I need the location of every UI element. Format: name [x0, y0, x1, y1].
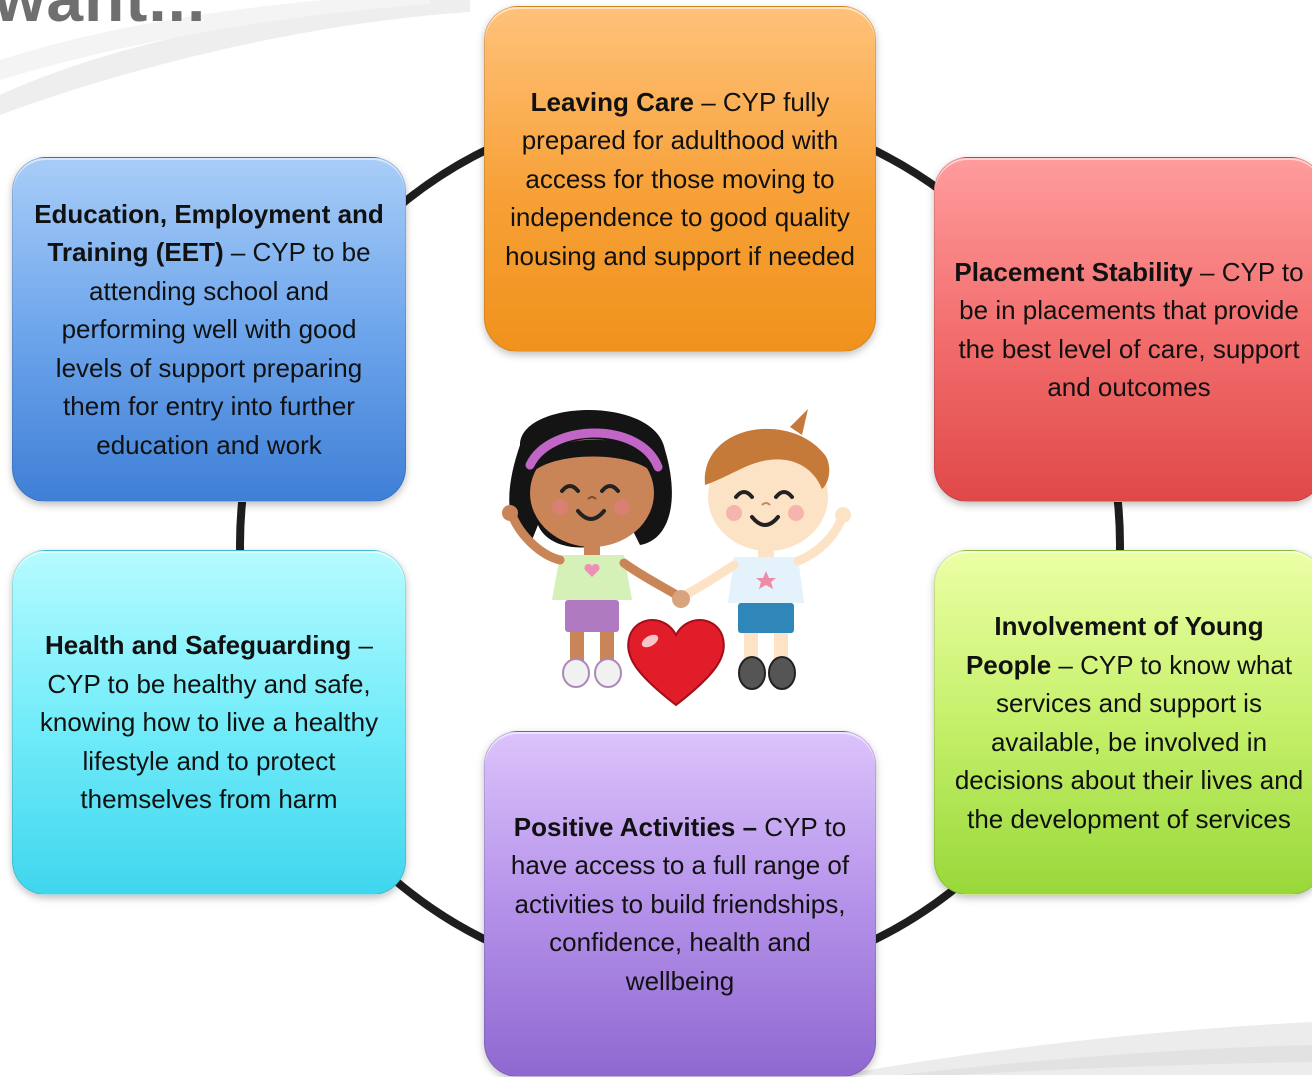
- involvement-body: – CYP to know what services and support …: [954, 649, 1304, 834]
- girl-eye-right: [600, 484, 620, 493]
- boy-eye-right: [774, 490, 794, 499]
- girl-figure: [502, 410, 685, 688]
- positive-activities-box: Positive Activities – CYP to have access…: [484, 731, 876, 1077]
- leaving-care-heading: Leaving Care: [530, 86, 694, 117]
- girl-hand-left: [502, 505, 518, 521]
- involvement-box: Involvement of Young People – CYP to kno…: [934, 550, 1312, 895]
- boy-leg-right: [774, 633, 788, 663]
- eet-box: Education, Employment and Training (EET)…: [12, 157, 406, 502]
- heart-shine: [641, 634, 659, 648]
- title-fragment: want...: [0, 0, 206, 36]
- boy-arm-left: [677, 560, 739, 602]
- boy-neck: [758, 547, 774, 557]
- children-illustration: [502, 409, 851, 707]
- eet-heading: Education, Employment and Training (EET): [34, 198, 384, 268]
- boy-figure: [672, 409, 851, 690]
- background-swoosh-bottom-2: [900, 1045, 1312, 1075]
- boy-hair-tuft: [790, 409, 808, 435]
- health-safeguarding-box: Health and Safeguarding – CYP to be heal…: [12, 550, 406, 895]
- boy-shirt-star: [756, 571, 776, 589]
- girl-shoe-right: [594, 658, 622, 688]
- girl-arm-right: [619, 558, 685, 602]
- girl-leg-right: [600, 632, 614, 662]
- positive-activities-heading: Positive Activities –: [513, 811, 758, 842]
- girl-fringe: [530, 439, 656, 477]
- boy-eye-left: [734, 490, 754, 499]
- girl-shirt: [552, 555, 632, 600]
- boy-mouth: [750, 515, 780, 527]
- boy-shoe-left: [738, 656, 766, 690]
- girl-face: [530, 439, 654, 547]
- girl-neck: [584, 543, 600, 555]
- boy-nose: [761, 502, 771, 506]
- girl-nose: [587, 496, 597, 500]
- health-safeguarding-body: – CYP to be healthy and safe, knowing ho…: [39, 630, 379, 815]
- placement-stability-body: – CYP to be in placements that provide t…: [958, 256, 1304, 403]
- girl-shoe-left: [562, 658, 590, 688]
- health-safeguarding-heading: Health and Safeguarding: [45, 630, 352, 661]
- boy-shoe-right: [768, 656, 796, 690]
- boy-leg-left: [744, 633, 758, 663]
- eet-body: – CYP to be attending school and perform…: [55, 237, 371, 460]
- girl-shorts: [565, 600, 619, 632]
- girl-headband: [525, 428, 663, 472]
- girl-arm-left: [507, 510, 565, 565]
- boy-cheek-left: [726, 505, 742, 521]
- girl-leg-left: [570, 632, 584, 662]
- girl-eye-left: [560, 484, 580, 493]
- background-swoosh-top: [0, 0, 470, 115]
- girl-cheek-left: [552, 499, 568, 515]
- boy-hair: [704, 428, 830, 489]
- involvement-heading: Involvement of Young People: [965, 611, 1264, 680]
- leaving-care-body: – CYP fully prepared for adulthood with …: [505, 86, 855, 271]
- placement-stability-box: Placement Stability – CYP to be in place…: [934, 157, 1312, 502]
- leaving-care-box: Leaving Care – CYP fully prepared for ad…: [484, 6, 876, 352]
- girl-mouth: [576, 509, 606, 521]
- placement-stability-heading: Placement Stability: [954, 256, 1193, 287]
- heart-icon: [627, 619, 725, 707]
- positive-activities-body: CYP to have access to a full range of ac…: [510, 811, 850, 996]
- boy-arm-right: [793, 512, 847, 566]
- boy-cheek-right: [788, 505, 804, 521]
- background-swoosh-top-2: [0, 0, 430, 80]
- girl-cheek-right: [614, 499, 630, 515]
- held-hands: [672, 590, 690, 608]
- girl-shirt-heart: [584, 563, 600, 577]
- boy-hand-right: [835, 507, 851, 523]
- boy-shorts: [738, 603, 794, 633]
